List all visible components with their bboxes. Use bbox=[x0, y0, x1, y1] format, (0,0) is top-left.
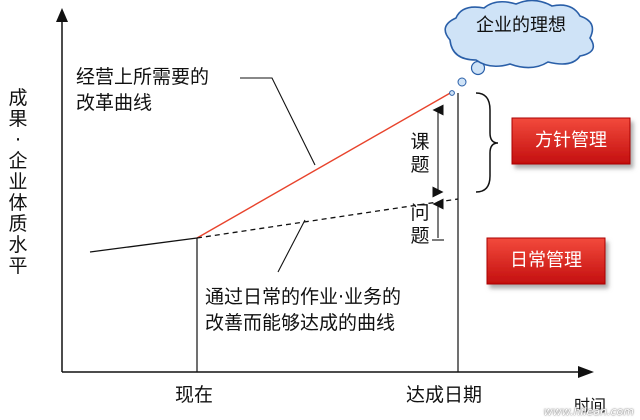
thought-bubble-small bbox=[449, 90, 455, 96]
daily-management-box: 日常管理 bbox=[510, 250, 582, 271]
issue-gap-label: 课题 bbox=[410, 131, 430, 176]
y-axis-arrowhead bbox=[56, 8, 68, 22]
daily-label-leader bbox=[277, 219, 306, 273]
required-label-leader bbox=[240, 77, 316, 166]
required-curve-label-line1: 经营上所需要的 bbox=[76, 66, 210, 88]
ideal-cloud-label: 企业的理想 bbox=[476, 15, 566, 36]
x-axis-label: 时间 bbox=[574, 396, 607, 415]
required-curve-label-line2: 改革曲线 bbox=[76, 92, 153, 114]
x-axis-arrowhead bbox=[578, 366, 594, 378]
policy-management-box: 方针管理 bbox=[535, 130, 607, 151]
required-reform-line bbox=[196, 91, 453, 239]
daily-improvement-line bbox=[196, 198, 459, 239]
daily-management-box-shape bbox=[486, 237, 606, 285]
ideal-cloud bbox=[444, 0, 595, 69]
watermark: www.hilean.com bbox=[543, 405, 634, 418]
policy-management-box-shape bbox=[511, 117, 631, 165]
daily-curve-label-line2: 改善而能够达成的曲线 bbox=[205, 312, 396, 334]
daily-curve-label-line1: 通过日常的作业·业务的 bbox=[205, 286, 402, 308]
problem-gap-label: 问题 bbox=[410, 202, 430, 247]
thought-bubble-medium bbox=[457, 77, 467, 87]
x-tick-target-date: 达成日期 bbox=[406, 384, 483, 406]
x-tick-now: 现在 bbox=[175, 384, 214, 406]
curly-brace bbox=[475, 92, 499, 193]
y-axis-label: 成果·企业体质水平 bbox=[8, 87, 28, 277]
past-line bbox=[89, 237, 198, 253]
